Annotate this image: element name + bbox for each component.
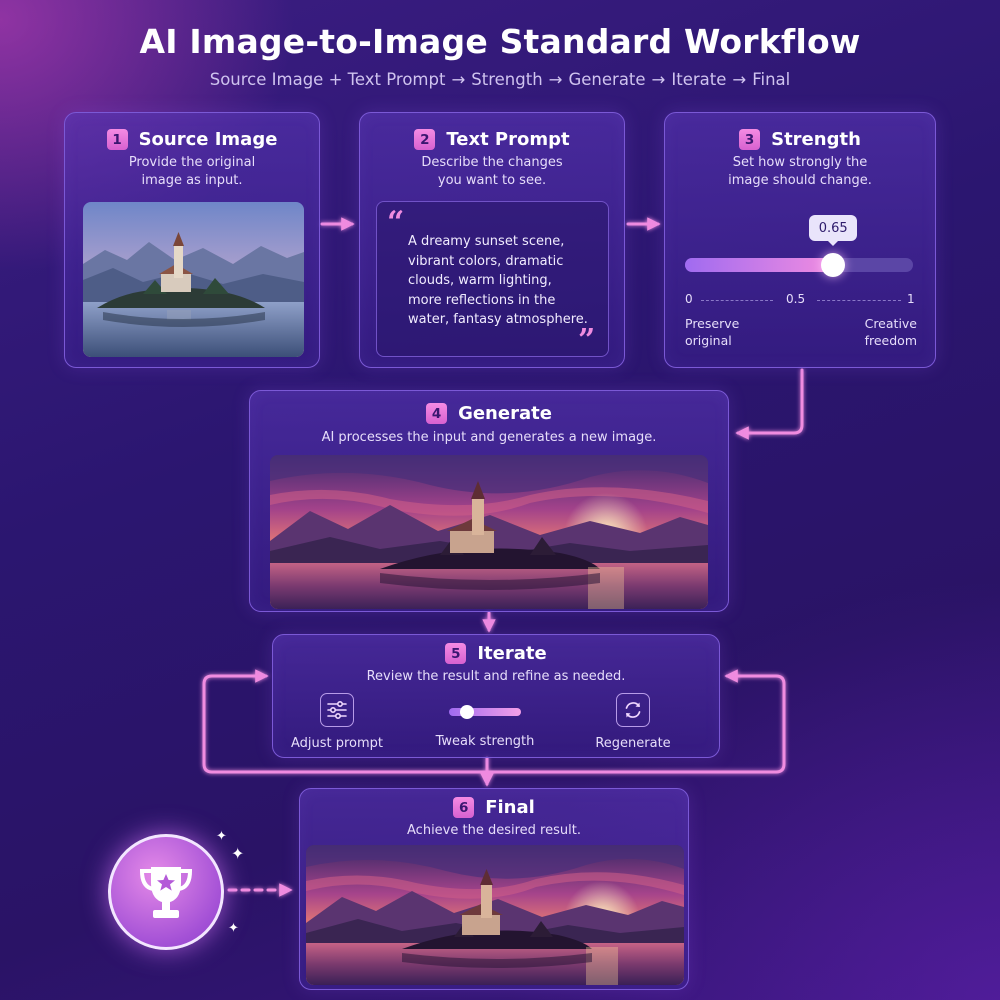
sparkle-icon: ✦ bbox=[216, 829, 227, 844]
tool-adjust-prompt[interactable]: Adjust prompt bbox=[267, 693, 407, 751]
tool-tweak-strength[interactable]: Tweak strength bbox=[415, 693, 555, 749]
step-header: 5 Iterate bbox=[273, 643, 719, 664]
trophy-star-icon bbox=[139, 867, 193, 918]
step-number-badge: 6 bbox=[453, 797, 475, 818]
step-header: 4 Generate bbox=[250, 403, 728, 424]
step-title: Text Prompt bbox=[446, 129, 570, 150]
source-image-thumbnail bbox=[83, 202, 304, 357]
subtitle-step: Iterate bbox=[671, 70, 727, 89]
creative-freedom-label: Creative freedom bbox=[865, 316, 917, 349]
step-description: AI processes the input and generates a n… bbox=[250, 429, 728, 447]
subtitle-arrow: → bbox=[651, 70, 666, 89]
trophy-badge bbox=[108, 834, 224, 950]
prompt-text: A dreamy sunset scene, vibrant colors, d… bbox=[408, 232, 598, 330]
open-quote-icon: “ bbox=[387, 205, 405, 240]
step-header: 6 Final bbox=[300, 797, 688, 818]
arrow-3-to-4 bbox=[735, 368, 804, 440]
desc-line: you want to see. bbox=[437, 173, 547, 188]
final-image-thumbnail bbox=[306, 845, 684, 985]
desc-line: Achieve the desired result. bbox=[407, 823, 581, 838]
slider-mid-label: 0.5 bbox=[786, 292, 806, 306]
strength-slider-fill bbox=[685, 258, 834, 272]
step-title: Source Image bbox=[138, 129, 278, 150]
step-number-badge: 1 bbox=[106, 129, 128, 150]
desc-line: Set how strongly the bbox=[732, 155, 868, 170]
sparkle-icon: ✦ bbox=[228, 921, 239, 936]
subtitle-arrow: → bbox=[451, 70, 466, 89]
close-quote-icon: ” bbox=[578, 323, 596, 358]
step-header: 1 Source Image bbox=[65, 129, 319, 150]
step-number-badge: 3 bbox=[739, 129, 761, 150]
label-line: Preserve bbox=[685, 316, 740, 331]
step-card-source-image[interactable]: 1 Source Image Provide the original imag… bbox=[64, 112, 320, 368]
step-title: Strength bbox=[771, 129, 861, 150]
subtitle-arrow: → bbox=[548, 70, 563, 89]
step-description: Review the result and refine as needed. bbox=[273, 668, 719, 686]
subtitle-step: Generate bbox=[568, 70, 646, 89]
step-description: Achieve the desired result. bbox=[300, 822, 688, 840]
step-header: 2 Text Prompt bbox=[360, 129, 624, 150]
desc-line: Review the result and refine as needed. bbox=[366, 669, 626, 684]
mini-slider-icon bbox=[449, 705, 521, 719]
prompt-line: more reflections in the bbox=[408, 292, 556, 308]
mini-slider-knob bbox=[460, 705, 474, 719]
desc-line: Describe the changes bbox=[421, 155, 563, 170]
step-description: Set how strongly the image should change… bbox=[665, 154, 935, 190]
tool-regenerate[interactable]: Regenerate bbox=[563, 693, 703, 751]
step-description: Provide the original image as input. bbox=[65, 154, 319, 190]
slider-min-label: 0 bbox=[685, 292, 693, 306]
sliders-icon bbox=[320, 693, 354, 727]
generated-image-thumbnail bbox=[270, 455, 708, 609]
label-line: original bbox=[685, 332, 732, 348]
prompt-line: A dreamy sunset scene, bbox=[408, 234, 565, 249]
prompt-line: water, fantasy atmosphere. bbox=[408, 312, 588, 327]
step-card-strength[interactable]: 3 Strength Set how strongly the image sh… bbox=[664, 112, 936, 368]
tool-label: Regenerate bbox=[595, 736, 671, 751]
slider-max-label: 1 bbox=[907, 292, 915, 306]
strength-slider-knob[interactable] bbox=[821, 253, 846, 277]
preserve-original-label: Preserve original bbox=[685, 316, 739, 349]
desc-line: image should change. bbox=[728, 173, 872, 188]
label-line: freedom bbox=[864, 332, 917, 348]
step-card-final[interactable]: 6 Final Achieve the desired result. bbox=[299, 788, 689, 990]
tool-label: Tweak strength bbox=[435, 734, 535, 749]
step-number-badge: 2 bbox=[414, 129, 436, 150]
step-number-badge: 5 bbox=[445, 643, 467, 664]
subtitle-arrow: → bbox=[732, 70, 747, 89]
step-description: Describe the changes you want to see. bbox=[360, 154, 624, 190]
step-card-text-prompt[interactable]: 2 Text Prompt Describe the changes you w… bbox=[359, 112, 625, 368]
tool-label: Adjust prompt bbox=[290, 736, 384, 751]
desc-line: AI processes the input and generates a n… bbox=[321, 430, 657, 445]
subtitle-step: Source Image + Text Prompt bbox=[209, 70, 446, 89]
desc-line: Provide the original bbox=[128, 155, 256, 170]
subtitle-step: Strength bbox=[471, 70, 543, 89]
strength-value-bubble: 0.65 bbox=[809, 215, 858, 246]
label-line: Creative bbox=[864, 316, 917, 331]
step-title: Generate bbox=[458, 403, 552, 424]
sparkle-icon: ✦ bbox=[231, 844, 245, 863]
subtitle-step: Final bbox=[752, 70, 791, 89]
tick-divider bbox=[817, 300, 901, 301]
step-header: 3 Strength bbox=[665, 129, 935, 150]
step-number-badge: 4 bbox=[426, 403, 448, 424]
workflow-subtitle: Source Image + Text Prompt → Strength → Gene… bbox=[0, 70, 1000, 89]
prompt-box[interactable]: “ A dreamy sunset scene, vibrant colors,… bbox=[376, 201, 609, 357]
tick-divider bbox=[701, 300, 773, 301]
strength-slider-track[interactable] bbox=[685, 258, 913, 272]
refresh-icon bbox=[616, 693, 650, 727]
step-card-generate[interactable]: 4 Generate AI processes the input and ge… bbox=[249, 390, 729, 612]
step-title: Iterate bbox=[477, 643, 547, 664]
step-title: Final bbox=[485, 797, 535, 818]
desc-line: image as input. bbox=[141, 173, 243, 188]
prompt-line: vibrant colors, dramatic bbox=[408, 253, 564, 269]
step-card-iterate[interactable]: 5 Iterate Review the result and refine a… bbox=[272, 634, 720, 758]
page-title: AI Image-to-Image Standard Workflow bbox=[139, 22, 861, 61]
prompt-line: clouds, warm lighting, bbox=[408, 273, 552, 288]
